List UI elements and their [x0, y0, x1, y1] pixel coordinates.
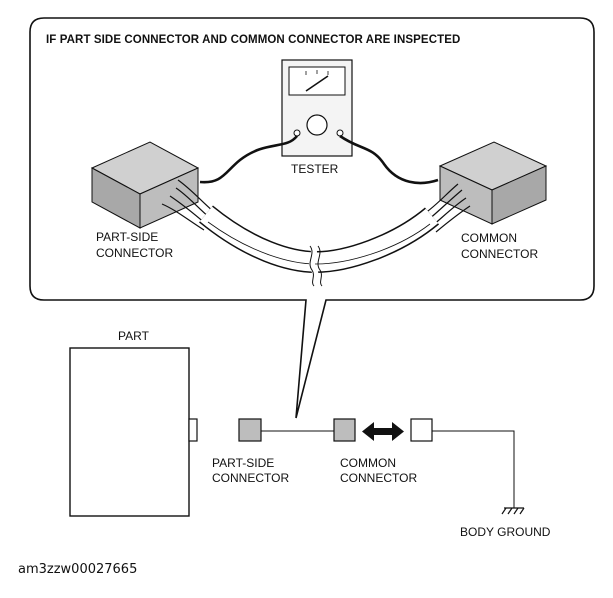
part-side-connector-box: [238, 418, 262, 442]
tester-meter-icon: [281, 59, 353, 157]
callout-title: IF PART SIDE CONNECTOR AND COMMON CONNEC…: [46, 34, 461, 46]
ground-wire: [432, 430, 515, 508]
probe-lead-right: [339, 134, 439, 185]
callout-part-side-connector-label-2: CONNECTOR: [96, 246, 174, 260]
tester-label: TESTER: [291, 162, 339, 176]
ground-symbol-icon: [501, 507, 525, 515]
schematic-common-connector-label-2: CONNECTOR: [340, 471, 418, 485]
callout-bubble: [29, 17, 595, 419]
callout-common-connector-label-2: CONNECTOR: [461, 247, 539, 261]
part-box: [69, 347, 190, 517]
part-side-connector-3d: [90, 141, 200, 229]
schematic-part-side-connector-label-2: CONNECTOR: [212, 471, 290, 485]
body-ground-label: BODY GROUND: [460, 525, 551, 539]
part-terminal: [188, 418, 198, 442]
schematic-common-connector-label-1: COMMON: [340, 456, 396, 470]
probe-lead-left: [199, 135, 299, 184]
figure-code: am3zzw00027665: [18, 562, 138, 577]
common-connector-3d: [438, 141, 548, 225]
callout-common-connector-label-1: COMMON: [461, 231, 517, 245]
schematic-part-side-connector-label-1: PART-SIDE: [212, 456, 275, 470]
wire-harness: [199, 205, 440, 289]
double-arrow-icon: [362, 422, 404, 441]
callout-part-side-connector-label-1: PART-SIDE: [96, 230, 159, 244]
mating-connector-box: [410, 418, 433, 442]
common-connector-box: [333, 418, 356, 442]
part-label: PART: [118, 329, 149, 343]
